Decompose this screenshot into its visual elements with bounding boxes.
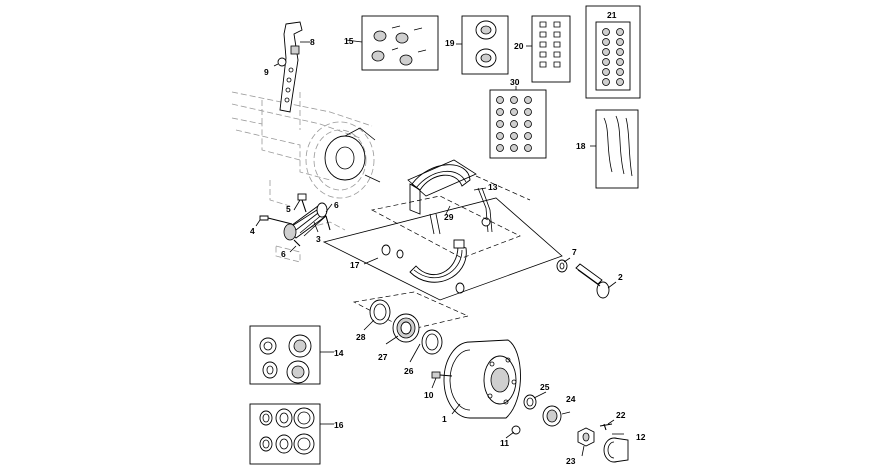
- label-1: 1: [442, 414, 447, 424]
- cotter-pin-22: [599, 423, 613, 431]
- label-21: 21: [607, 10, 617, 20]
- spindle-washer: [556, 259, 568, 273]
- label-22: 22: [616, 410, 626, 420]
- label-8: 8: [310, 37, 315, 47]
- kit-box-19: [461, 15, 509, 75]
- label-20: 20: [514, 41, 524, 51]
- axle-frame-outline: [231, 91, 373, 263]
- label-24: 24: [566, 394, 576, 404]
- label-9: 9: [264, 67, 269, 77]
- shoe-springs: [429, 187, 493, 235]
- washer-25: [523, 394, 537, 410]
- dust-cap-12: [603, 437, 629, 463]
- kit-box-18: [595, 109, 639, 189]
- label-6b: 6: [281, 249, 286, 259]
- seal-28: [369, 299, 391, 325]
- label-14: 14: [334, 348, 344, 358]
- kit-box-21: [585, 5, 641, 99]
- label-19: 19: [445, 38, 455, 48]
- lever-pin: [277, 45, 300, 67]
- outer-bearing-24: [542, 405, 562, 427]
- cotter-pin-6b: [293, 239, 301, 247]
- label-7: 7: [572, 247, 577, 257]
- label-3: 3: [316, 234, 321, 244]
- label-16: 16: [334, 420, 344, 430]
- label-4: 4: [250, 226, 255, 236]
- label-15: 15: [344, 36, 354, 46]
- cotter-pin-6a: [325, 215, 331, 231]
- shoe-assembly-outline: [322, 159, 563, 331]
- label-2: 2: [618, 272, 623, 282]
- label-18: 18: [576, 141, 586, 151]
- brake-actuator: [283, 202, 328, 241]
- label-23: 23: [566, 456, 576, 466]
- kit-box-20: [531, 15, 571, 83]
- label-11: 11: [500, 438, 509, 448]
- adjuster: [381, 217, 491, 294]
- label-10: 10: [424, 390, 434, 400]
- castle-nut-23: [577, 427, 595, 447]
- kit-box-15: [361, 15, 439, 71]
- label-13: 13: [488, 182, 498, 192]
- label-25: 25: [540, 382, 550, 392]
- label-17: 17: [350, 260, 360, 270]
- actuator-bolt-4: [259, 215, 293, 225]
- hub-drum: [443, 339, 521, 419]
- label-30: 30: [510, 77, 520, 87]
- brake-shoe-upper: [409, 164, 471, 215]
- kit-box-16: [249, 403, 321, 465]
- label-26: 26: [404, 366, 414, 376]
- leader-lines: [255, 39, 624, 457]
- kit-box-30: [489, 89, 547, 159]
- label-6a: 6: [334, 200, 339, 210]
- label-12: 12: [636, 432, 646, 442]
- label-29: 29: [444, 212, 454, 222]
- axle-spindle: [575, 263, 610, 299]
- actuator-bolt-5: [297, 193, 307, 213]
- bearing-cup-26: [421, 329, 443, 355]
- brake-shoe-lower: [409, 239, 467, 283]
- bearing-27: [392, 313, 420, 343]
- backing-plate: [305, 121, 381, 199]
- label-5: 5: [286, 204, 291, 214]
- brake-lever: [279, 21, 303, 113]
- kit-box-14: [249, 325, 321, 385]
- label-27: 27: [378, 352, 388, 362]
- label-28: 28: [356, 332, 366, 342]
